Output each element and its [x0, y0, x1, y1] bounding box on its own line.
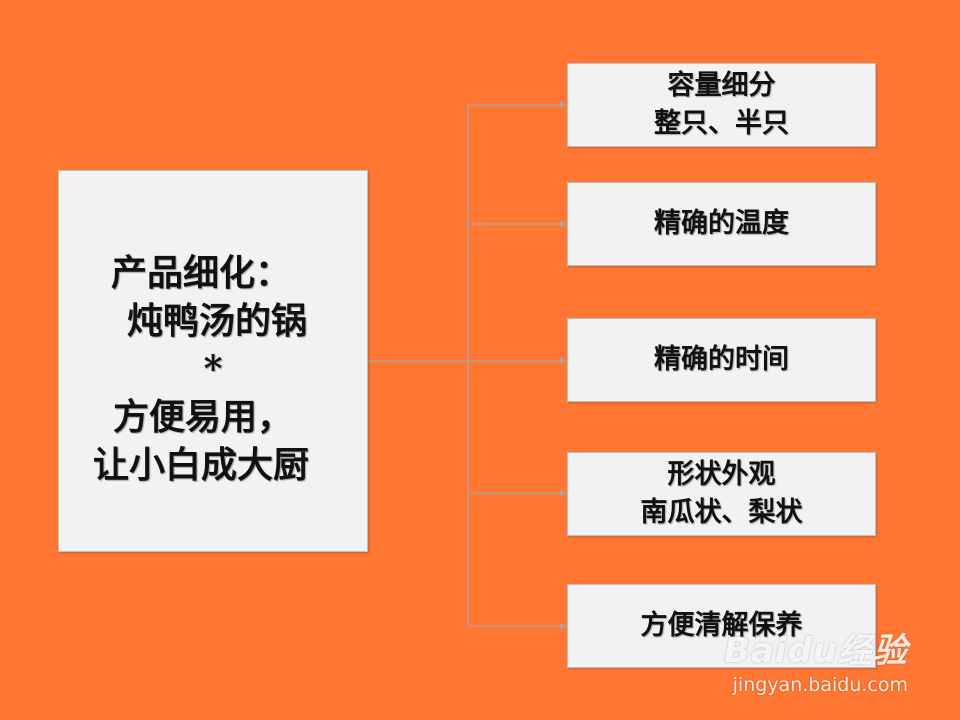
branch-line-text: 方便清解保养 [640, 610, 803, 641]
main-topic-line: 炖鸭汤的锅 [126, 300, 307, 342]
branch-line-text: 整只、半只 [654, 108, 789, 139]
branch-line-text: 精确的时间 [654, 344, 789, 375]
branch-arrow-5 [560, 623, 567, 629]
main-topic-line: 方便易用， [112, 396, 293, 438]
branch-box-maintenance: 方便清解保养 [567, 584, 876, 668]
branch-text: 方便清解保养 [641, 607, 803, 645]
branch-text: 精确的时间 [654, 341, 789, 379]
branch-box-capacity: 容量细分 整只、半只 [567, 63, 876, 147]
branch-line-text: 形状外观 [667, 459, 776, 490]
branch-text: 形状外观 南瓜状、梨状 [641, 456, 803, 532]
main-topic-line: 产品细化： [110, 252, 291, 294]
main-topic-text: 产品细化： 炖鸭汤的锅 * 方便易用， 让小白成大厨 [93, 249, 309, 489]
watermark-url: jingyan.baidu.com [732, 674, 908, 696]
branch-line-text: 南瓜状、梨状 [640, 497, 803, 528]
branch-text: 精确的温度 [654, 205, 789, 243]
main-topic-line: * [203, 348, 223, 390]
main-topic-box: 产品细化： 炖鸭汤的锅 * 方便易用， 让小白成大厨 [58, 170, 368, 552]
branch-text: 容量细分 整只、半只 [654, 67, 789, 143]
branch-line-text: 容量细分 [667, 70, 776, 101]
branch-arrow-3 [560, 358, 567, 364]
branch-box-shape: 形状外观 南瓜状、梨状 [567, 452, 876, 536]
branch-arrow-1 [560, 102, 567, 108]
branch-line-text: 精确的温度 [654, 208, 789, 239]
branch-box-temperature: 精确的温度 [567, 182, 876, 266]
branch-box-time: 精确的时间 [567, 318, 876, 402]
branch-arrow-4 [560, 490, 567, 496]
main-topic-line: 让小白成大厨 [92, 444, 309, 486]
baidu-jingyan-watermark: Baidu经验 jingyan.baidu.com [724, 623, 908, 696]
branch-arrow-2 [560, 221, 567, 227]
watermark-logo: Baidu经验 [723, 631, 908, 671]
